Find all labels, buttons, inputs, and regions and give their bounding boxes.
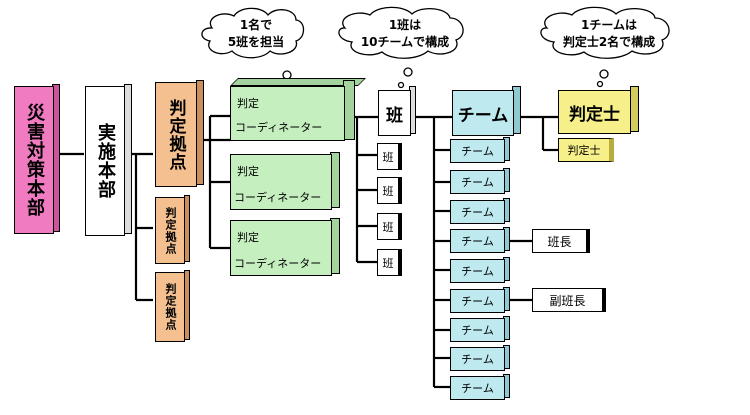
base-label-main: 判定拠点 <box>165 98 186 171</box>
coordinator-label-line1: 判定 <box>237 231 259 244</box>
base-box-sub: 判定拠点 <box>155 272 185 342</box>
team-leader-box: 班長 <box>532 229 590 253</box>
team-box: チーム <box>450 170 505 194</box>
vice-leader-box: 副班長 <box>532 288 606 312</box>
vice-leader-label: 副班長 <box>549 293 586 308</box>
team-label-main: チーム <box>457 105 509 126</box>
team-box: チーム <box>450 289 505 313</box>
team-label: チーム <box>461 353 494 366</box>
coordinator-label-line1: 判定 <box>237 97 259 110</box>
han-box: 班 <box>377 177 402 204</box>
han-label: 班 <box>382 184 394 198</box>
team-box: チーム <box>450 200 505 224</box>
coordinator-box-main: 判定 コーディネーター <box>230 86 345 141</box>
team-box: チーム <box>450 376 505 400</box>
team-box: チーム <box>450 259 505 283</box>
han-box: 班 <box>377 249 402 276</box>
base-box-sub: 判定拠点 <box>155 197 185 264</box>
han-box-main: 班 <box>378 90 411 136</box>
team-box-main: チーム <box>452 90 514 136</box>
han-box: 班 <box>377 143 402 170</box>
exec-box: 実施本部 <box>85 86 125 236</box>
coordinator-box: 判定 コーディネーター <box>230 220 332 276</box>
base-box-side <box>196 80 204 185</box>
judge-box-sub: 判定士 <box>558 138 614 162</box>
exec-box-side <box>124 84 132 234</box>
han-label: 班 <box>382 220 394 234</box>
judge-label-sub: 判定士 <box>567 144 601 157</box>
judge-box-side <box>630 86 639 132</box>
cloud-note-team: 1チームは判定士2名で構成 <box>562 18 656 49</box>
team-box: チーム <box>450 318 505 342</box>
team-label: チーム <box>461 324 494 337</box>
base-label-sub: 判定拠点 <box>164 206 177 255</box>
judge-box-main: 判定士 <box>558 90 631 134</box>
hq-box: 災害対策本部 <box>14 86 54 234</box>
coordinator-box: 判定 コーディネーター <box>230 154 332 210</box>
han-box: 班 <box>377 213 402 240</box>
hq-label: 災害対策本部 <box>24 103 45 217</box>
team-label: チーム <box>461 265 494 278</box>
base-label-sub: 判定拠点 <box>164 283 177 331</box>
team-label: チーム <box>461 176 494 189</box>
han-label: 班 <box>382 256 394 270</box>
team-box: チーム <box>450 139 505 163</box>
team-label: チーム <box>461 382 494 395</box>
team-label: チーム <box>461 295 494 308</box>
judge-label-main: 判定士 <box>569 104 620 125</box>
han-label-main: 班 <box>386 105 403 126</box>
coordinator-label-line2: コーディネーター <box>235 121 323 134</box>
team-label: チーム <box>461 235 494 248</box>
team-label: チーム <box>461 145 494 158</box>
coordinator-label-line2: コーディネーター <box>234 257 322 270</box>
han-label: 班 <box>382 150 394 164</box>
team-box: チーム <box>450 347 505 371</box>
coordinator-label-line1: 判定 <box>237 165 259 178</box>
coordinator-label-line2: コーディネーター <box>234 191 322 204</box>
team-box: チーム <box>450 229 505 253</box>
exec-label: 実施本部 <box>95 123 116 199</box>
team-label: チーム <box>461 206 494 219</box>
base-box-main: 判定拠点 <box>155 82 197 187</box>
team-leader-label: 班長 <box>547 234 572 249</box>
